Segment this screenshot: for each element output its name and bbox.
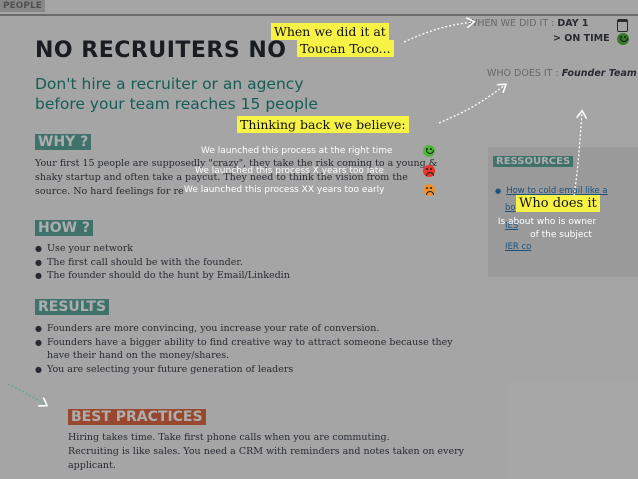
annotation-thinking-text: Thinking back we believe: [237,116,409,133]
why-text: Your first 15 people are supposedly "cra… [35,157,485,199]
annotation-when-line-1: When we did it at [271,23,389,40]
when-value: DAY 1 [557,18,589,29]
arrow-to-owner [573,112,582,197]
who-label: WHO DOES IT : [487,68,562,79]
how-list: Use your network The first call should b… [35,242,475,283]
annotation-when-line-2: Toucan Toco... [297,40,394,57]
top-divider [0,14,638,16]
owner-text: Is about who is owner of the subject [487,216,607,242]
calendar-icon [617,19,628,32]
who-value: Founder Team [561,68,637,79]
on-time-label: > ON TIME [553,33,610,44]
list-item: The first call should be with the founde… [35,256,475,270]
best-practices-text: Hiring takes time. Take first phone call… [68,431,488,473]
list-item: Founders have a bigger ability to find c… [35,336,485,350]
happy-face-icon [423,145,435,157]
page-title: NO RECRUITERS NO [35,38,287,63]
resources-heading: RESSOURCES [493,156,574,167]
too-early-text: We launched this process XX years too ea… [184,185,385,195]
sad-face-icon [423,165,435,177]
right-time-text: We launched this process at the right ti… [201,146,393,156]
owner-line-1: Is about who is owner [497,217,597,227]
resources-box [488,147,638,277]
annotation-who: Who does it [516,195,600,212]
annotation-when: When we did it at Toucan Toco... [271,23,394,57]
resource-link-cold-email-cont[interactable]: bo [505,203,516,213]
subtitle: Don't hire a recruiter or an agency befo… [35,74,318,114]
list-item: Founders are more convincing, you increa… [35,322,485,336]
arrow-to-who [438,85,505,124]
list-item: You are selecting your future generation… [35,363,485,377]
why-line-1: Your first 15 people are supposedly "cra… [35,158,438,169]
best-practices-line-1: Hiring takes time. Take first phone call… [68,432,390,443]
subtitle-line-1: Don't hire a recruiter or an agency [35,75,304,93]
how-heading: HOW ? [35,220,94,236]
list-item: Use your network [35,242,475,256]
results-list: Founders are more convincing, you increa… [35,322,485,376]
best-practices-line-2: Recruiting is like sales. You need a CRM… [68,446,465,457]
best-practices-heading: BEST PRACTICES [68,409,206,425]
arrow-to-when [403,22,473,43]
when-label: WHEN WE DID IT : [468,18,558,29]
why-line-2: shaky startup and often take a paycut. T… [35,172,408,183]
resource-link-ies[interactable]: IES [505,221,519,231]
owner-line-2: of the subject [530,230,592,240]
too-late-text: We launched this process X years too lat… [195,166,384,176]
best-practices-line-3: applicant. [68,460,116,471]
when-we-did-it: WHEN WE DID IT : DAY 1 [468,18,589,29]
arrow-to-best-practices [7,383,46,405]
subtitle-line-2: before your team reaches 15 people [35,95,318,113]
why-heading: WHY ? [35,134,92,150]
who-does-it: WHO DOES IT : Founder Team [487,68,637,79]
annotation-thinking: Thinking back we believe: [237,116,409,133]
sad-face-icon [423,184,435,196]
why-line-3: source. No hard feelings for re [35,186,184,197]
results-heading: RESULTS [35,299,110,315]
list-item: The founder should do the hunt by Email/… [35,269,475,283]
happy-face-icon [617,33,629,45]
list-item-continuation: have their hand on the money/shares. [35,349,485,363]
annotation-who-text: Who does it [516,195,600,212]
resource-link-ier[interactable]: IER co [505,242,532,252]
resources-links: ● How to cold email like a bo IES IER co [495,186,608,252]
resource-link-cold-email[interactable]: How to cold email like a [506,186,608,196]
list-item-continuation-text: have their hand on the money/shares. [47,350,230,361]
people-tag: PEOPLE [0,0,45,12]
